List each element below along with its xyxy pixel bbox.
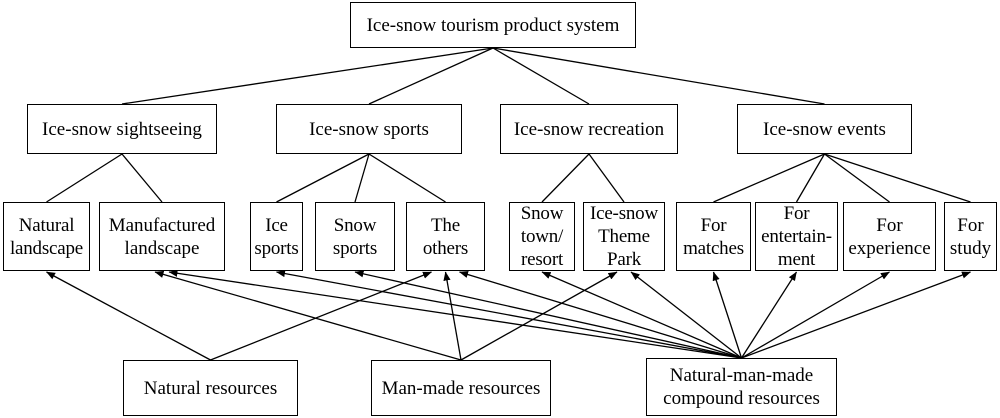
product-for-study: For study bbox=[944, 202, 997, 271]
product-for-entertainment: For entertain- ment bbox=[755, 202, 838, 271]
product-label: For entertain- ment bbox=[761, 203, 832, 270]
resource-arrow bbox=[541, 271, 742, 359]
resource-label: Natural-man-made compound resources bbox=[663, 365, 820, 409]
product-label: The others bbox=[422, 214, 469, 259]
tree-edge bbox=[276, 153, 370, 203]
product-snow-town-resort: Snow town/ resort bbox=[509, 202, 575, 271]
product-label: Ice-snow Theme Park bbox=[589, 203, 659, 270]
resource-arrow bbox=[168, 269, 742, 359]
resource-man-made: Man-made resources bbox=[371, 360, 551, 416]
tree-edge bbox=[713, 153, 825, 203]
resource-arrow bbox=[276, 270, 742, 359]
tree-edge bbox=[824, 153, 890, 203]
product-for-matches: For matches bbox=[676, 202, 751, 271]
tree-edge bbox=[368, 47, 494, 105]
resource-natural: Natural resources bbox=[123, 360, 298, 416]
category-label: Ice-snow recreation bbox=[513, 118, 665, 140]
category-label: Ice-snow sightseeing bbox=[42, 118, 202, 140]
resource-arrow bbox=[460, 271, 618, 361]
category-sports: Ice-snow sports bbox=[276, 104, 462, 154]
product-label: Ice sports bbox=[254, 214, 299, 259]
product-ice-sports: Ice sports bbox=[250, 202, 303, 271]
product-label: Natural landscape bbox=[9, 214, 84, 259]
product-the-others: The others bbox=[406, 202, 485, 271]
resource-arrow bbox=[459, 271, 742, 359]
tree-edge bbox=[541, 153, 590, 203]
product-label: For experience bbox=[848, 214, 931, 259]
resource-arrow bbox=[154, 270, 462, 361]
resource-arrow bbox=[46, 271, 211, 361]
category-events: Ice-snow events bbox=[737, 104, 912, 154]
product-label: Snow town/ resort bbox=[520, 203, 564, 270]
tree-edge bbox=[795, 153, 826, 203]
resource-label: Natural resources bbox=[143, 377, 278, 399]
tree-edge bbox=[492, 47, 590, 105]
hierarchy-lines bbox=[46, 47, 971, 203]
resource-arrow bbox=[741, 271, 890, 359]
product-snow-sports: Snow sports bbox=[315, 202, 395, 271]
category-recreation: Ice-snow recreation bbox=[500, 104, 678, 154]
resource-arrow bbox=[210, 271, 432, 361]
product-ice-snow-theme-park: Ice-snow Theme Park bbox=[583, 202, 665, 271]
tree-edge bbox=[824, 153, 971, 203]
tree-edge bbox=[492, 47, 825, 105]
resource-arrows bbox=[46, 269, 971, 361]
tree-edge bbox=[354, 153, 370, 203]
product-natural-landscape: Natural landscape bbox=[3, 202, 90, 271]
tree-edge bbox=[368, 153, 446, 203]
product-for-experience: For experience bbox=[843, 202, 936, 271]
category-label: Ice-snow sports bbox=[309, 118, 429, 140]
category-sightseeing: Ice-snow sightseeing bbox=[27, 104, 217, 154]
tree-edge bbox=[588, 153, 625, 203]
product-label: For study bbox=[949, 214, 992, 259]
tree-edge bbox=[121, 153, 163, 203]
resource-arrow bbox=[740, 271, 798, 359]
tree-edge bbox=[46, 153, 123, 203]
root-label: Ice-snow tourism product system bbox=[366, 14, 620, 36]
resource-label: Man-made resources bbox=[381, 377, 541, 399]
resource-arrow bbox=[712, 271, 743, 359]
resource-arrow bbox=[741, 271, 971, 359]
product-label: For matches bbox=[683, 214, 744, 259]
product-label: Snow sports bbox=[332, 214, 378, 259]
product-label: Manufactured landscape bbox=[108, 214, 216, 259]
resource-arrow bbox=[354, 270, 742, 359]
resource-compound: Natural-man-made compound resources bbox=[646, 358, 837, 416]
resource-arrow bbox=[443, 271, 462, 361]
tree-edge bbox=[121, 47, 494, 105]
category-label: Ice-snow events bbox=[763, 118, 886, 140]
root-node: Ice-snow tourism product system bbox=[350, 2, 636, 48]
resource-arrow bbox=[630, 271, 742, 359]
product-manufactured-landscape: Manufactured landscape bbox=[99, 202, 225, 271]
